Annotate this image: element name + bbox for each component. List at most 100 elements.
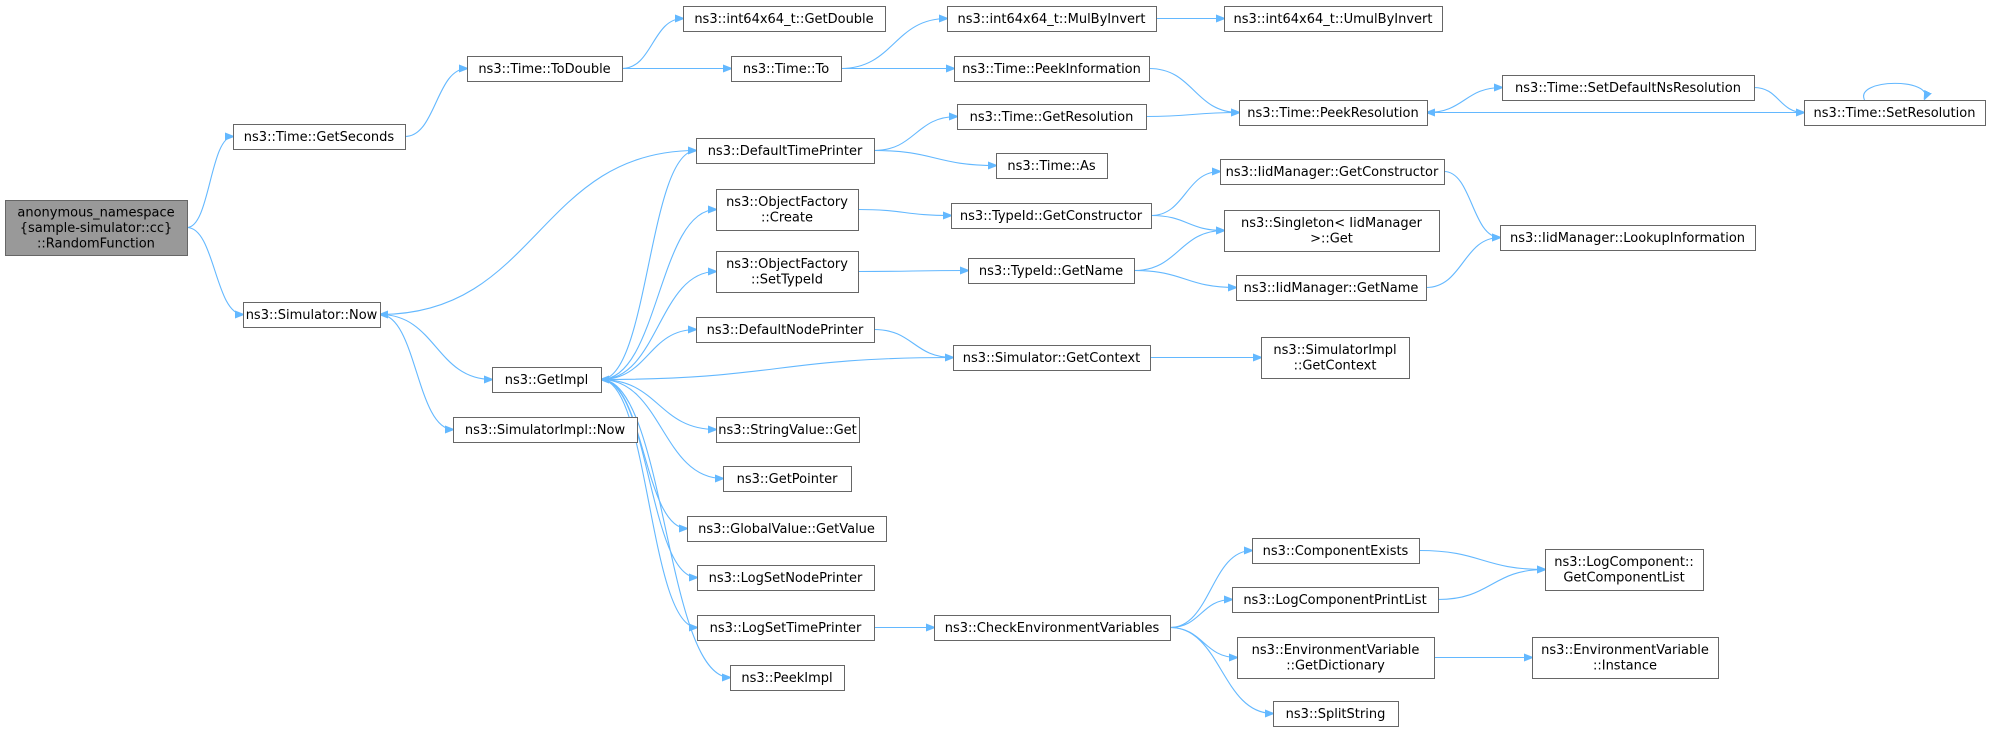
node-time_peekresolution[interactable]: ns3::Time::PeekResolution <box>1239 100 1428 126</box>
edge-logcomponentprintlist-to-logcomponent_getcomplist <box>1437 570 1545 601</box>
node-box <box>697 615 875 641</box>
node-label: ns3::Time::PeekInformation <box>962 62 1141 77</box>
node-box <box>697 565 875 591</box>
node-logcomponent_getcomplist[interactable]: ns3::LogComponent::GetComponentList <box>1545 549 1704 591</box>
node-time_peekinformation[interactable]: ns3::Time::PeekInformation <box>954 56 1150 82</box>
node-typeid_getname[interactable]: ns3::TypeId::GetName <box>968 258 1135 284</box>
node-objfactory_settypeid[interactable]: ns3::ObjectFactory::SetTypeId <box>716 251 859 293</box>
node-checkenvvars[interactable]: ns3::CheckEnvironmentVariables <box>934 615 1171 641</box>
node-label: >::Get <box>1310 232 1353 247</box>
node-label: ns3::TypeId::GetName <box>979 264 1123 279</box>
node-simimpl_getcontext[interactable]: ns3::SimulatorImpl::GetContext <box>1261 337 1410 379</box>
node-box <box>467 56 623 82</box>
node-box <box>5 200 188 256</box>
node-box <box>1224 6 1443 32</box>
node-box <box>731 56 842 82</box>
node-simulator_getcontext[interactable]: ns3::Simulator::GetContext <box>953 345 1151 371</box>
node-box <box>1252 538 1420 564</box>
edge-time_getresolution-to-time_peekresolution <box>1145 113 1239 118</box>
node-time_getresolution[interactable]: ns3::Time::GetResolution <box>957 104 1147 130</box>
node-defaulttimeprinter[interactable]: ns3::DefaultTimePrinter <box>696 138 875 164</box>
node-stringvalue_get[interactable]: ns3::StringValue::Get <box>716 417 860 443</box>
node-logsettimeprinter[interactable]: ns3::LogSetTimePrinter <box>697 615 875 641</box>
node-typeid_getconstructor[interactable]: ns3::TypeId::GetConstructor <box>951 203 1152 229</box>
node-objfactory_create[interactable]: ns3::ObjectFactory::Create <box>716 189 859 231</box>
node-box <box>716 189 859 231</box>
node-box <box>1532 637 1719 679</box>
edge-typeid_getname-to-singleton_get <box>1133 231 1224 272</box>
node-box <box>957 104 1147 130</box>
node-envvar_instance[interactable]: ns3::EnvironmentVariable::Instance <box>1532 637 1719 679</box>
node-label: ns3::GetPointer <box>737 472 838 487</box>
node-getimpl[interactable]: ns3::GetImpl <box>492 367 602 393</box>
node-box <box>1232 587 1439 613</box>
node-envvar_getdictionary[interactable]: ns3::EnvironmentVariable::GetDictionary <box>1237 637 1435 679</box>
node-peekimpl[interactable]: ns3::PeekImpl <box>730 665 845 691</box>
node-box <box>730 665 845 691</box>
node-label: ns3::Time::SetResolution <box>1814 106 1976 121</box>
node-time_setresolution[interactable]: ns3::Time::SetResolution <box>1804 100 1986 126</box>
node-label: ::SetTypeId <box>751 273 823 288</box>
node-int64_mulbyinvert[interactable]: ns3::int64x64_t::MulByInvert <box>947 6 1157 32</box>
edge-iidmgr_getconstructor-to-iidmgr_lookupinfo <box>1443 170 1500 238</box>
node-time_as[interactable]: ns3::Time::As <box>996 153 1108 179</box>
node-logsetnodeprinter[interactable]: ns3::LogSetNodePrinter <box>697 565 875 591</box>
edge-objfactory_settypeid-to-typeid_getname <box>857 271 968 272</box>
node-iidmgr_getconstructor[interactable]: ns3::IidManager::GetConstructor <box>1220 159 1445 185</box>
node-componentexists[interactable]: ns3::ComponentExists <box>1252 538 1420 564</box>
node-defaultnodeprinter[interactable]: ns3::DefaultNodePrinter <box>696 317 875 343</box>
node-label: ::GetContext <box>1294 359 1377 374</box>
edge-typeid_getname-to-iidmgr_getname <box>1133 269 1236 288</box>
node-label: ::GetDictionary <box>1286 659 1385 674</box>
node-time_to[interactable]: ns3::Time::To <box>731 56 842 82</box>
node-iidmgr_lookupinfo[interactable]: ns3::IidManager::LookupInformation <box>1500 225 1756 251</box>
node-logcomponentprintlist[interactable]: ns3::LogComponentPrintList <box>1232 587 1439 613</box>
edge-time_to-to-int64_mulbyinvert <box>840 19 947 70</box>
node-simulator_now[interactable]: ns3::Simulator::Now <box>243 302 381 328</box>
node-iidmgr_getname[interactable]: ns3::IidManager::GetName <box>1236 275 1427 301</box>
node-label: ns3::GlobalValue::GetValue <box>698 522 875 537</box>
node-splitstring[interactable]: ns3::SplitString <box>1273 701 1399 727</box>
node-label: ns3::SplitString <box>1286 707 1386 722</box>
edge-time_peekresolution-to-time_setdefaultnsres <box>1426 88 1502 114</box>
node-singleton_get[interactable]: ns3::Singleton< IidManager>::Get <box>1224 210 1440 252</box>
edge-checkenvvars-to-logcomponentprintlist <box>1169 600 1232 629</box>
edge-simulator_getcontext-to-getimpl <box>601 356 954 380</box>
node-label: ns3::TypeId::GetConstructor <box>960 209 1143 224</box>
node-box <box>1273 701 1399 727</box>
node-root[interactable]: anonymous_namespace{sample-simulator::cc… <box>5 200 188 256</box>
edge-getimpl-to-defaulttimeprinter <box>600 151 696 381</box>
edge-checkenvvars-to-componentexists <box>1169 551 1252 629</box>
edge-getimpl-to-stringvalue_get <box>600 378 716 430</box>
edge-root-to-time_getseconds <box>186 137 233 229</box>
edge-typeid_getconstructor-to-iidmgr_getconstructor <box>1150 172 1220 217</box>
node-label: ns3::Time::SetDefaultNsResolution <box>1515 81 1741 96</box>
node-box <box>954 56 1150 82</box>
edge-getimpl-to-objfactory_create <box>600 210 716 381</box>
node-label: ns3::IidManager::GetName <box>1244 281 1419 296</box>
node-globalvalue_getvalue[interactable]: ns3::GlobalValue::GetValue <box>687 516 887 542</box>
node-box <box>1224 210 1440 252</box>
node-time_todouble[interactable]: ns3::Time::ToDouble <box>467 56 623 82</box>
node-box <box>243 302 381 328</box>
edge-getimpl-to-objfactory_settypeid <box>600 272 716 381</box>
node-label: ns3::EnvironmentVariable <box>1541 643 1709 658</box>
edge-getimpl-to-logsettimeprinter <box>600 378 697 628</box>
node-label: ns3::Time::To <box>743 62 829 77</box>
node-box <box>696 138 875 164</box>
node-int64_getdouble[interactable]: ns3::int64x64_t::GetDouble <box>683 6 886 32</box>
node-box <box>1545 549 1704 591</box>
node-simimpl_now[interactable]: ns3::SimulatorImpl::Now <box>453 417 638 443</box>
node-int64_umulbyinvert[interactable]: ns3::int64x64_t::UmulByInvert <box>1224 6 1443 32</box>
node-label: ns3::ComponentExists <box>1263 544 1409 559</box>
node-box <box>683 6 886 32</box>
edges-layer <box>186 19 1925 714</box>
node-label: ns3::DefaultNodePrinter <box>707 323 864 338</box>
node-label: ns3::LogComponent:: <box>1554 555 1694 570</box>
node-time_getseconds[interactable]: ns3::Time::GetSeconds <box>233 124 406 150</box>
edge-root-to-simulator_now <box>186 226 243 315</box>
node-getpointer[interactable]: ns3::GetPointer <box>723 466 852 492</box>
edge-time_setdefaultnsres-to-time_setresolution <box>1753 86 1804 113</box>
edge-defaulttimeprinter-to-simulator_now <box>380 149 697 315</box>
node-time_setdefaultnsres[interactable]: ns3::Time::SetDefaultNsResolution <box>1502 75 1755 101</box>
